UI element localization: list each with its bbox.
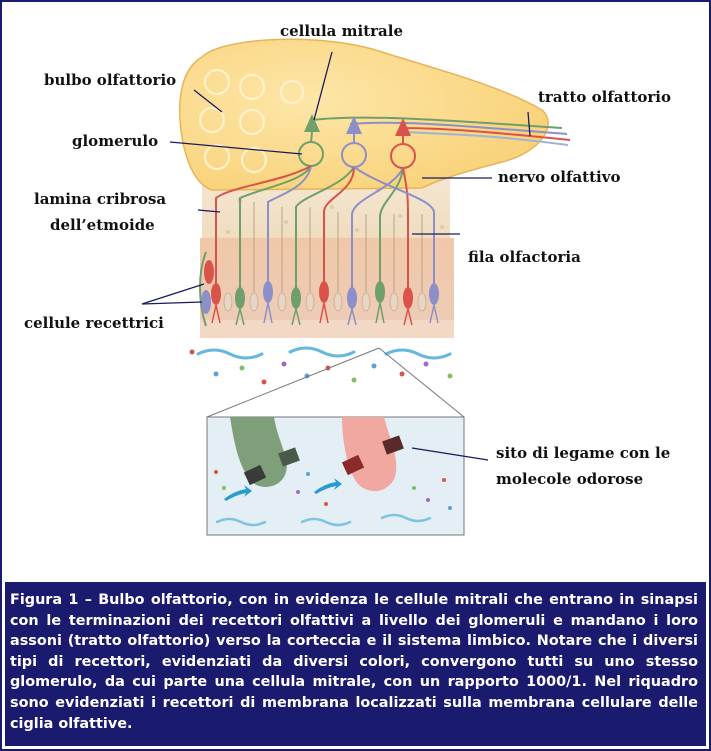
label-fila-olfactoria: fila olfactoria (468, 248, 581, 266)
bulb-cell-rings (199, 69, 304, 173)
olfactory-bulb-illustration (141, 38, 571, 536)
label-molecole-odorose: molecole odorose (496, 470, 644, 488)
airflow-arrows (196, 346, 452, 360)
label-etmoide: dell’etmoide (50, 216, 155, 234)
label-sito-legame: sito di legame con le (496, 444, 671, 462)
inset-arrows (224, 478, 342, 501)
fiber-shading (253, 202, 423, 302)
label-cellule-recettrici: cellule recettrici (24, 314, 164, 332)
inset-odorant-dots (214, 470, 452, 510)
bulbo-olfattorio-shape (178, 38, 549, 191)
membrane-receptors (243, 435, 404, 486)
tratto-olfattorio-axons (311, 116, 571, 146)
label-cellula-mitrale: cellula mitrale (280, 22, 403, 40)
figure-caption: Figura 1 – Bulbo olfattorio, con in evid… (5, 582, 706, 746)
label-glomerulo: glomerulo (72, 132, 159, 150)
mucus-layer (200, 320, 454, 338)
inset-green-cilium (230, 417, 287, 487)
left-receptor-cluster (199, 251, 214, 327)
label-tratto-olfattorio: tratto olfattorio (538, 88, 671, 106)
fila-olfactoria-fibers (215, 165, 435, 302)
label-lamina-cribrosa: lamina cribrosa (34, 190, 167, 208)
inset-zoom-box (206, 416, 465, 536)
label-nervo-olfattivo: nervo olfattivo (498, 168, 621, 186)
label-bulbo-olfattorio: bulbo olfattorio (44, 71, 177, 89)
olfactory-cilia (211, 302, 439, 326)
inset-red-cilium (342, 417, 397, 492)
receptor-cells (211, 281, 439, 312)
inset-waves (215, 513, 432, 527)
zoom-connector (206, 347, 465, 418)
leader-lines (141, 51, 531, 461)
